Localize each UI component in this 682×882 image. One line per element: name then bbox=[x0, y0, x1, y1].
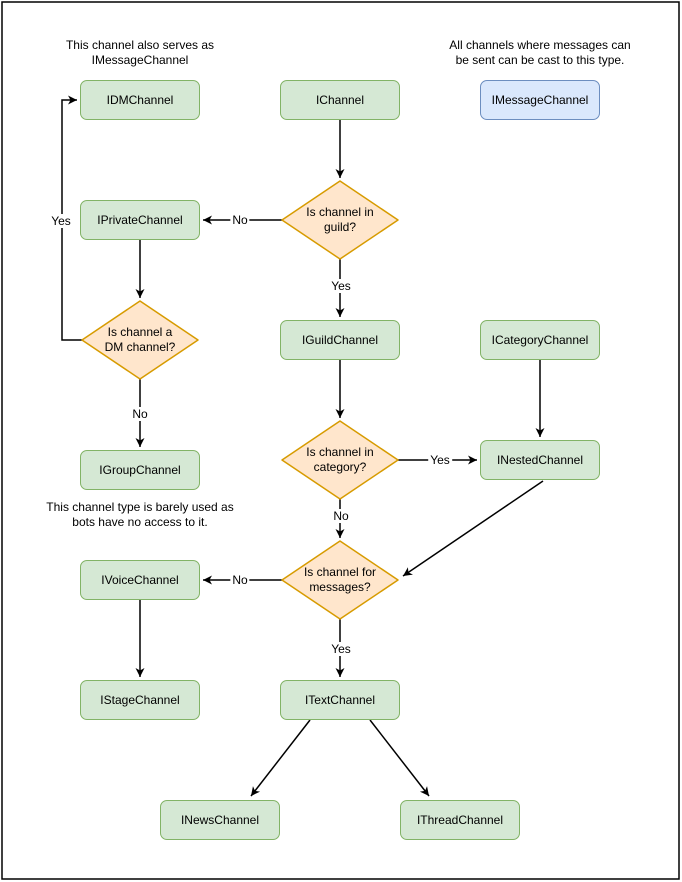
edge-label-guild-no: No bbox=[230, 213, 250, 227]
edge-label-category-no: No bbox=[331, 509, 351, 523]
note-message-channel: All channels where messages can be sent … bbox=[449, 38, 631, 67]
edge-nestedchannel-to-messages-decision bbox=[402, 480, 544, 577]
node-idmchannel: IDMChannel bbox=[80, 80, 200, 120]
node-inestedchannel: INestedChannel bbox=[480, 440, 600, 480]
decision-in-guild-shape bbox=[281, 180, 399, 260]
node-inewschannel: INewsChannel bbox=[160, 800, 280, 840]
edge-textchannel-to-threadchannel bbox=[369, 719, 430, 797]
edge-label-messages-no: No bbox=[230, 573, 250, 587]
edge-textchannel-to-newschannel bbox=[250, 719, 311, 797]
node-imessagechannel: IMessageChannel bbox=[480, 80, 600, 120]
node-iprivatechannel: IPrivateChannel bbox=[80, 200, 200, 240]
node-istagechannel: IStageChannel bbox=[80, 680, 200, 720]
note-dm-channel: This channel also serves as IMessageChan… bbox=[65, 38, 215, 67]
decision-in-category-label: Is channel in category? bbox=[306, 445, 374, 474]
node-igroupchannel: IGroupChannel bbox=[80, 450, 200, 490]
edge-label-category-yes: Yes bbox=[428, 453, 452, 467]
decision-for-messages-label: Is channel for messages? bbox=[303, 565, 377, 594]
decision-in-category-shape bbox=[281, 420, 399, 500]
decision-is-dm-label: Is channel a DM channel? bbox=[104, 325, 176, 354]
edge-label-guild-yes: Yes bbox=[329, 279, 353, 293]
node-itextchannel: ITextChannel bbox=[280, 680, 400, 720]
node-iguildchannel: IGuildChannel bbox=[280, 320, 400, 360]
decision-for-messages-shape bbox=[281, 540, 399, 620]
decision-is-dm-shape bbox=[81, 300, 199, 380]
edge-label-dm-yes: Yes bbox=[49, 214, 73, 228]
node-ivoicechannel: IVoiceChannel bbox=[80, 560, 200, 600]
node-icategorychannel: ICategoryChannel bbox=[480, 320, 600, 360]
edge-label-dm-no: No bbox=[130, 407, 150, 421]
decision-in-guild-label: Is channel in guild? bbox=[306, 205, 374, 234]
node-ithreadchannel: IThreadChannel bbox=[400, 800, 520, 840]
node-ichannel: IChannel bbox=[280, 80, 400, 120]
edge-label-messages-yes: Yes bbox=[329, 642, 353, 656]
note-group-channel: This channel type is barely used as bots… bbox=[46, 500, 234, 529]
